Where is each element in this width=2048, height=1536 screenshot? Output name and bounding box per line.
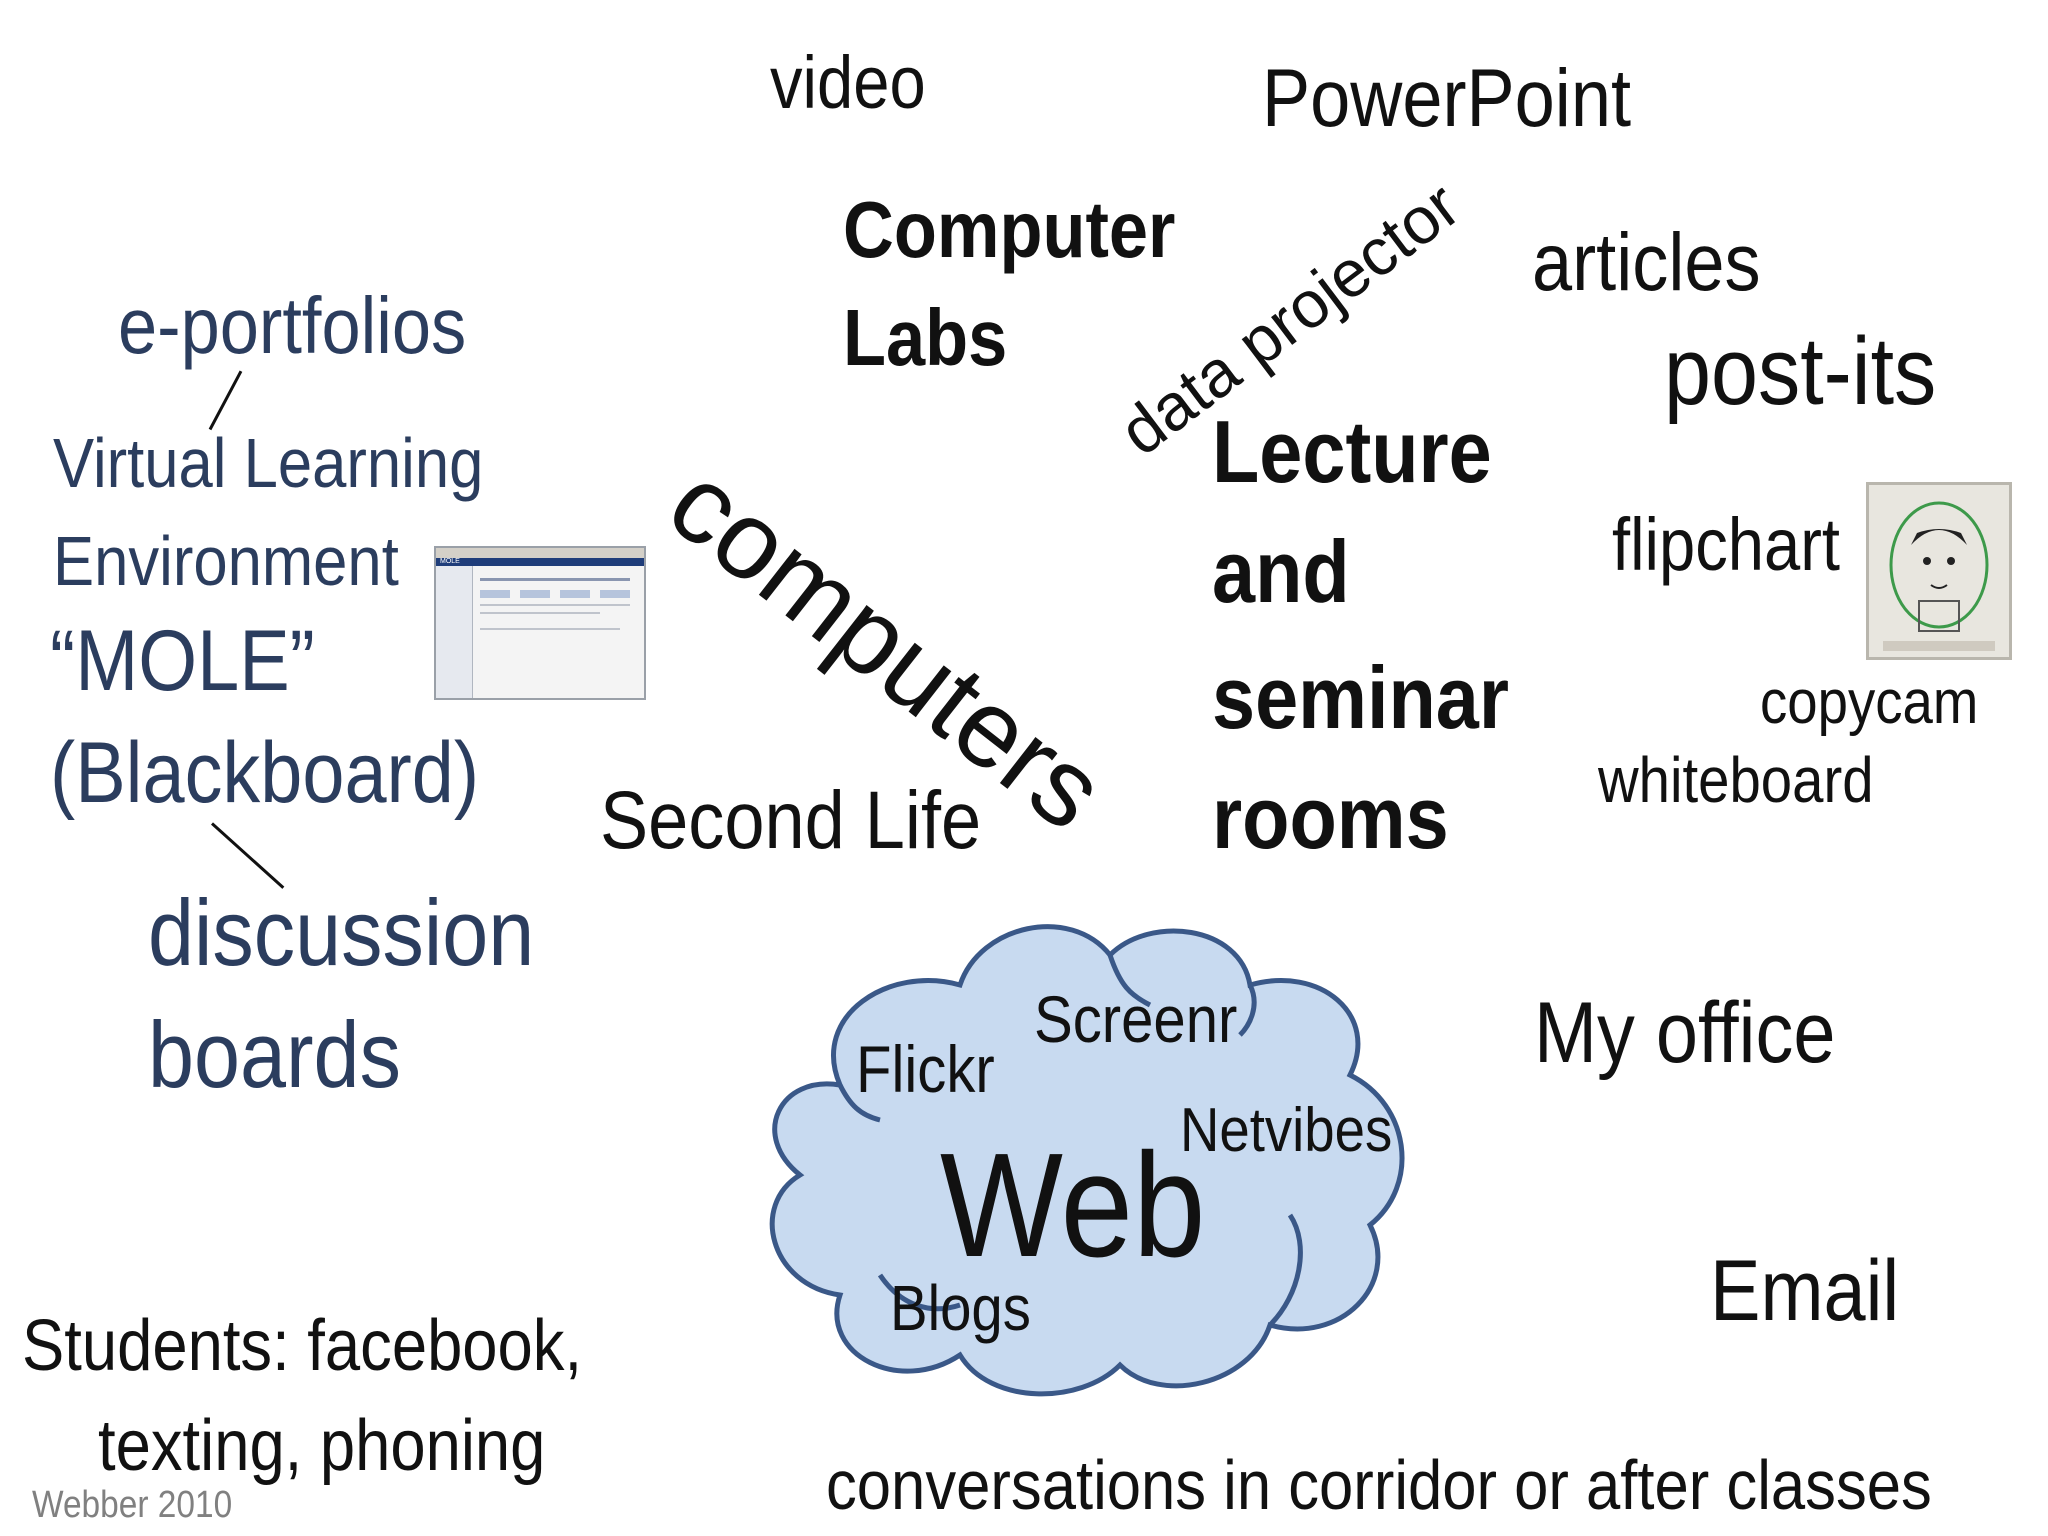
connector-line-eportfolios bbox=[208, 370, 243, 431]
word-computer-labs-1: Computer bbox=[843, 185, 1176, 274]
word-lecture-rooms-1: Lecture bbox=[1212, 402, 1492, 501]
cloud-item-netvibes: Netvibes bbox=[1180, 1096, 1393, 1165]
vle-screenshot-image: MOLE bbox=[434, 546, 646, 700]
word-powerpoint: PowerPoint bbox=[1262, 53, 1632, 144]
word-lecture-rooms-3: seminar bbox=[1212, 648, 1510, 747]
word-lecture-rooms-4: rooms bbox=[1212, 768, 1449, 867]
word-vle-2: Environment bbox=[53, 522, 399, 600]
word-computer-labs-2: Labs bbox=[843, 293, 1008, 382]
word-e-portfolios: e-portfolios bbox=[118, 281, 467, 370]
word-second-life: Second Life bbox=[600, 775, 982, 866]
cloud-inner-curve-5 bbox=[837, 1083, 881, 1123]
word-discussion-boards-1: discussion bbox=[148, 880, 535, 985]
cloud-item-blogs: Blogs bbox=[890, 1272, 1031, 1344]
word-video: video bbox=[770, 41, 926, 124]
word-flipchart: flipchart bbox=[1612, 503, 1841, 586]
cloud-inner-curve-1 bbox=[877, 1273, 961, 1312]
word-email: Email bbox=[1710, 1243, 1900, 1339]
vle-screenshot-header: MOLE bbox=[436, 558, 644, 566]
word-conversations: conversations in corridor or after class… bbox=[826, 1446, 1932, 1524]
cloud-inner-curve-4 bbox=[1238, 983, 1257, 1037]
word-mole: “MOLE” bbox=[50, 613, 315, 709]
cartoon-face-icon bbox=[1883, 501, 1995, 651]
word-blackboard: (Blackboard) bbox=[50, 725, 480, 821]
word-students-1: Students: facebook, bbox=[22, 1306, 583, 1386]
word-my-office: My office bbox=[1534, 985, 1836, 1081]
web-cloud-shape bbox=[769, 924, 1405, 1397]
cloud-item-flickr: Flickr bbox=[856, 1032, 995, 1106]
word-vle-1: Virtual Learning bbox=[53, 424, 484, 502]
cloud-inner-curve-2 bbox=[1268, 1213, 1303, 1327]
word-lecture-rooms-2: and bbox=[1212, 522, 1350, 621]
word-students-2: texting, phoning bbox=[98, 1406, 546, 1486]
cloud-outline bbox=[769, 924, 1405, 1397]
word-articles: articles bbox=[1532, 217, 1761, 308]
cloud-inner-curve-3 bbox=[1107, 954, 1152, 1008]
credit-text: Webber 2010 bbox=[32, 1484, 233, 1526]
word-copycam: copycam bbox=[1760, 668, 1979, 737]
cloud-title-web: Web bbox=[940, 1123, 1206, 1288]
cloud-item-screenr: Screenr bbox=[1034, 982, 1238, 1056]
word-whiteboard: whiteboard bbox=[1598, 744, 1874, 816]
word-discussion-boards-2: boards bbox=[148, 1002, 401, 1107]
flipchart-drawing-image bbox=[1866, 482, 2012, 660]
connector-line-discussion bbox=[210, 822, 285, 889]
word-post-its: post-its bbox=[1664, 318, 1937, 425]
